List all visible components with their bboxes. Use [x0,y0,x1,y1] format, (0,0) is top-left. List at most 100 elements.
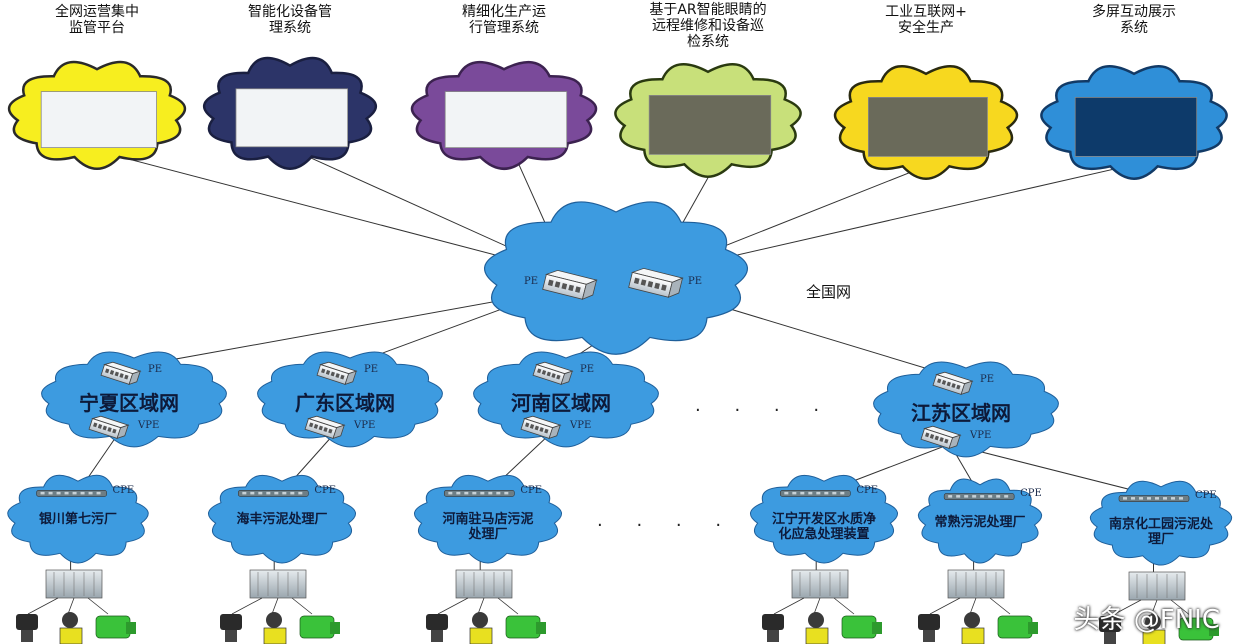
pump-device [997,615,1033,639]
system-label-6: 多屏互动展示 系统 [1092,4,1176,37]
plant-clouds [7,474,1233,566]
plant-cpe-tag-1: CPE [112,484,135,496]
system-label-3: 精细化生产运 行管理系统 [462,4,546,37]
system-label-1: 全网运营集中 监管平台 [55,4,139,37]
national-pe-switch-left [542,270,598,300]
plant-ellipsis: · · · · [597,515,736,536]
sensor-device [964,612,980,628]
region-pe-switch-2 [316,361,358,385]
region-cloud-2 [257,351,443,448]
sensor-device [808,612,824,628]
region-pe-tag-1: PE [148,364,163,375]
national-cloud [484,201,748,355]
system-label-5: 工业互联网+ 安全生产 [885,4,967,37]
region-vpe-tag-1: VPE [138,420,160,431]
connection-lines [70,152,1162,576]
plant-cpe-5 [943,493,1015,500]
plant-name-1: 银川第七污厂 [38,512,117,528]
plant-cpe-4 [780,490,851,497]
field-devices-1 [16,569,136,644]
plant-cpe-3 [444,490,515,497]
system-label-2: 智能化设备管 理系统 [248,4,332,37]
valve-device [426,614,448,630]
region-pe-switch-3 [532,361,574,385]
region-clouds [41,351,1059,458]
region-name-4: 江苏区域网 [911,401,1011,425]
region-cloud-3 [473,351,659,448]
national-pe-right: PE [688,276,703,287]
plant-name-4: 江宁开发区水质净 化应急处理装置 [771,512,876,543]
region-pe-switch-1 [100,361,142,385]
link-plant-6 [949,443,1162,498]
plant-cpe-1 [36,490,107,497]
system-screen-1 [40,91,157,148]
region-vpe-tag-2: VPE [354,420,376,431]
region-vpe-switch-2 [304,415,346,439]
system-screen-4 [648,95,772,155]
plant-cloud-3 [414,474,562,564]
plant-name-2: 海丰污泥处理厂 [236,512,328,528]
plant-cpe-6 [1118,495,1190,502]
plant-cpe-tag-4: CPE [856,484,878,496]
system-screen-2 [235,88,348,148]
plant-cpe-tag-6: CPE [1195,490,1217,502]
valve-device [16,614,38,630]
national-pe-switch-right [628,268,684,298]
system-screen-3 [444,91,568,148]
pump-device [299,615,335,639]
plant-cpe-tag-2: CPE [314,484,336,496]
field-devices-6 [1099,571,1219,644]
region-ellipsis: · · · · [695,400,834,421]
region-cloud-4 [873,361,1059,458]
pump-device [95,615,131,639]
field-devices-2 [220,569,340,644]
national-pe-left: PE [524,276,539,287]
valve-device [1099,616,1121,632]
link-system-1 [106,152,569,275]
system-label-4: 基于AR智能眼睛的 远程维修和设备巡 检系统 [649,2,767,51]
devices [16,268,1219,644]
plant-name-5: 常熟污泥处理厂 [934,514,1026,530]
watermark: 头条 @FNIC [1073,605,1221,635]
field-devices-4 [762,569,882,644]
system-clouds [7,56,1228,180]
plant-cloud-6 [1089,480,1233,566]
system-screen-5 [868,97,988,157]
region-vpe-switch-3 [520,415,562,439]
region-vpe-tag-4: VPE [970,430,992,441]
region-name-2: 广东区域网 [295,391,395,415]
region-pe-tag-3: PE [580,364,595,375]
system-screen-6 [1074,97,1198,157]
region-name-3: 河南区域网 [511,391,611,415]
plant-cloud-5 [918,478,1042,564]
plant-cloud-4 [750,474,898,564]
valve-device [918,614,940,630]
region-vpe-switch-1 [88,415,130,439]
sensor-device [472,612,488,628]
plant-cpe-2 [238,490,309,497]
field-devices-5 [918,569,1038,644]
region-pe-tag-2: PE [364,364,379,375]
valve-device [762,614,784,630]
valve-device [220,614,242,630]
pump-device [841,615,877,639]
region-vpe-switch-4 [920,425,962,449]
plant-name-3: 河南驻马店污泥 处理厂 [442,512,534,543]
region-cloud-1 [41,351,227,448]
national-cloud-shape [484,201,748,355]
sensor-device [62,612,78,628]
plant-cloud-2 [208,474,356,564]
field-devices-3 [426,569,546,644]
sensor-device [1145,614,1161,630]
plant-cpe-tag-5: CPE [1020,488,1042,500]
pump-device [505,615,541,639]
sensor-device [266,612,282,628]
region-pe-switch-4 [932,371,974,395]
region-pe-tag-4: PE [980,374,995,385]
link-region-1 [125,291,549,369]
plant-cpe-tag-3: CPE [520,484,542,496]
region-name-1: 宁夏区域网 [79,391,179,415]
region-vpe-tag-3: VPE [570,420,592,431]
national-label: 全国网 [806,283,852,301]
